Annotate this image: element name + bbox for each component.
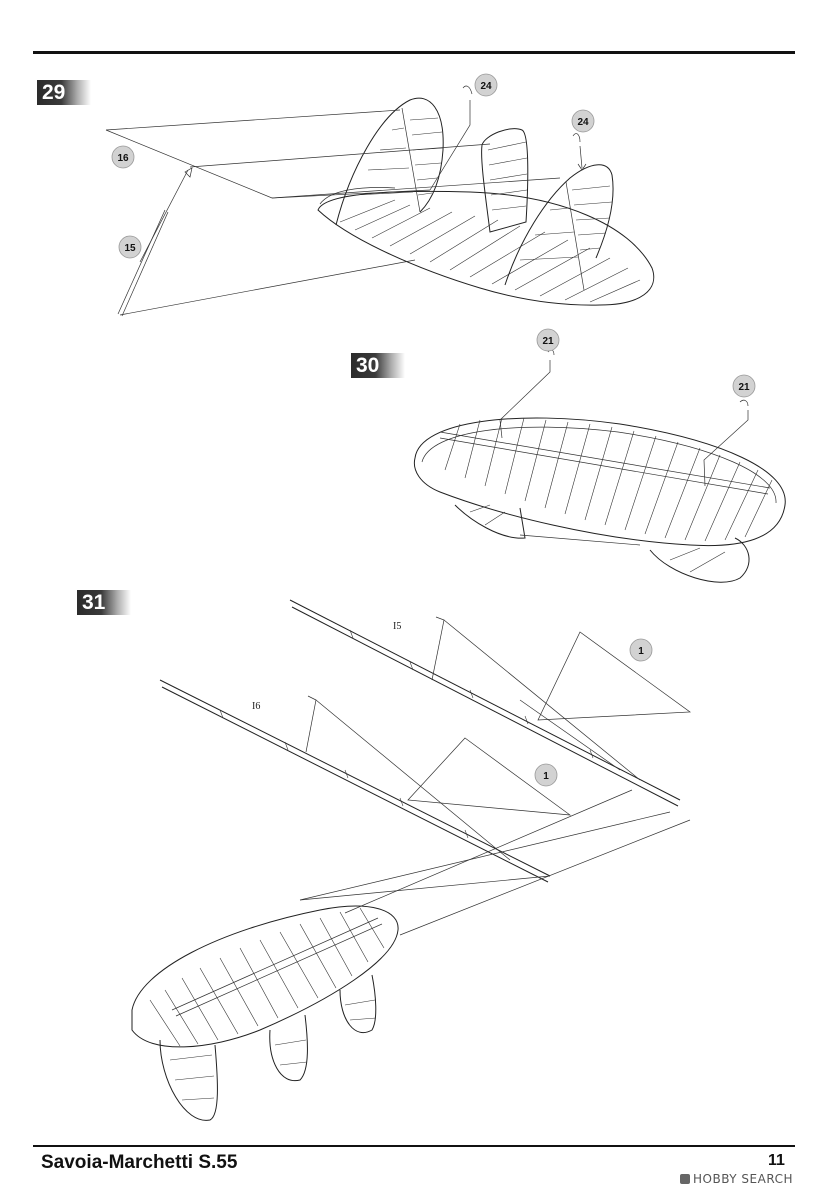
svg-text:16: 16 bbox=[117, 153, 129, 164]
footer-title: Savoia-Marchetti S.55 bbox=[41, 1152, 238, 1173]
callout-15: 15 bbox=[118, 235, 142, 259]
part-label-i5: I5 bbox=[393, 621, 401, 632]
callout-24-a: 24 bbox=[474, 73, 498, 97]
step-29-illustration bbox=[105, 85, 655, 317]
step-number-31: 31 bbox=[77, 590, 132, 615]
svg-text:1: 1 bbox=[543, 771, 549, 782]
part-label-i6: I6 bbox=[252, 701, 260, 712]
svg-text:24: 24 bbox=[577, 117, 589, 128]
svg-text:21: 21 bbox=[738, 382, 750, 393]
watermark-logo-icon bbox=[680, 1174, 690, 1184]
step-number-29: 29 bbox=[37, 80, 92, 105]
callout-24-b: 24 bbox=[571, 109, 595, 133]
footer-rule bbox=[33, 1145, 795, 1147]
callout-21-a: 21 bbox=[536, 328, 560, 352]
svg-text:15: 15 bbox=[124, 243, 136, 254]
watermark: HOBBY SEARCH bbox=[680, 1172, 793, 1186]
svg-text:21: 21 bbox=[542, 336, 554, 347]
svg-text:1: 1 bbox=[638, 646, 644, 657]
watermark-text: HOBBY SEARCH bbox=[693, 1172, 793, 1186]
step-29-ribs bbox=[339, 199, 641, 303]
step-31-illustration bbox=[131, 599, 692, 1121]
svg-text:24: 24 bbox=[480, 81, 492, 92]
step-number-30: 30 bbox=[351, 353, 406, 378]
page-number: 11 bbox=[768, 1152, 785, 1169]
step-30-illustration bbox=[413, 349, 786, 583]
callout-1-b: 1 bbox=[534, 763, 558, 787]
header-rule bbox=[33, 51, 795, 54]
step-30-ribs bbox=[444, 417, 773, 542]
callout-1-a: 1 bbox=[629, 638, 653, 662]
callout-21-b: 21 bbox=[732, 374, 756, 398]
step-31-ribs bbox=[149, 907, 385, 1047]
callout-16: 16 bbox=[111, 145, 135, 169]
